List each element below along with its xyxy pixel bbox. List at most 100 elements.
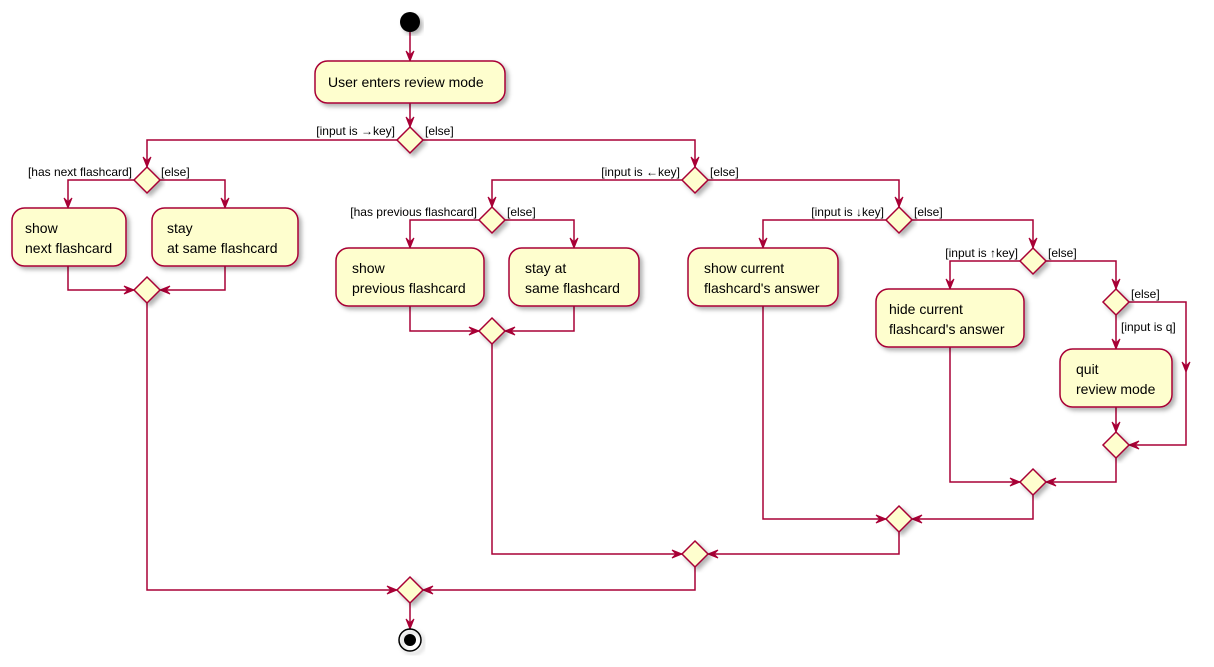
edge [505, 219, 575, 248]
arrowhead [220, 197, 230, 210]
arrowhead [405, 618, 415, 631]
decision-arrow-key [395, 125, 425, 155]
activity-stay-same: stay at same flashcard [151, 207, 299, 267]
activity-label-line: flashcard's answer [889, 321, 1005, 337]
activity-label-line: same flashcard [525, 280, 620, 296]
guard-has-next: [has next flashcard] [28, 165, 132, 179]
activity-hide-answer: hide current flashcard's answer [875, 288, 1025, 348]
arrowhead [1181, 361, 1191, 374]
arrowhead [1009, 477, 1022, 487]
edge [949, 260, 1020, 289]
edge [505, 306, 575, 332]
arrowhead [421, 585, 434, 595]
activity-enter-review: User enters review mode [314, 60, 506, 104]
decision-up-key [1018, 246, 1048, 276]
edge [912, 219, 1034, 248]
decision-left-key [680, 165, 710, 195]
guard-else-3: [else] [710, 165, 739, 179]
activity-label-line: previous flashcard [352, 280, 466, 296]
edge [708, 532, 900, 555]
arrowhead [503, 326, 516, 336]
decision-has-next [132, 165, 162, 195]
merge-left [680, 539, 710, 569]
edge [160, 179, 226, 208]
arrowhead [945, 278, 955, 291]
arrowhead [1127, 440, 1140, 450]
guard-else-6: [else] [1048, 246, 1077, 260]
edge [762, 306, 886, 520]
arrowhead [671, 549, 684, 559]
arrowhead [910, 514, 923, 524]
activity-label-line: flashcard's answer [704, 280, 820, 296]
arrowhead [1044, 477, 1057, 487]
merge-next [132, 275, 162, 305]
arrowhead [405, 116, 415, 129]
edge [423, 567, 696, 591]
edge [146, 303, 397, 591]
arrowhead [1028, 237, 1038, 250]
edge [67, 179, 134, 208]
arrowhead [894, 196, 904, 209]
edge [491, 179, 682, 207]
guard-has-prev: [has previous flashcard] [350, 205, 477, 219]
arrowhead [875, 514, 888, 524]
edge [146, 139, 397, 167]
arrowheads [63, 50, 1191, 631]
arrowhead [468, 326, 481, 336]
activity-label-line: next flashcard [25, 240, 112, 256]
activity-label-line: show [352, 260, 386, 276]
merge-final [395, 575, 425, 605]
guard-else-1: [else] [425, 124, 454, 138]
merge-up [1018, 467, 1048, 497]
arrowhead [1111, 278, 1121, 291]
edge [708, 179, 900, 207]
arrowhead [63, 197, 73, 210]
arrowhead [123, 285, 136, 295]
activity-label-line: show [25, 220, 59, 236]
arrowhead [158, 285, 171, 295]
activity-label-line: hide current [889, 301, 963, 317]
arrowhead [1111, 421, 1121, 434]
guard-labels: [input is →key][else][has next flashcard… [28, 124, 1176, 334]
edge [160, 266, 226, 291]
guard-up-key: [input is ↑key] [945, 246, 1018, 260]
guard-else-2: [else] [161, 165, 190, 179]
arrowhead [690, 156, 700, 169]
arrowhead [405, 237, 415, 250]
arrowhead [758, 237, 768, 250]
decision-down-key [884, 205, 914, 235]
activity-label-line: at same flashcard [167, 240, 278, 256]
edge [491, 344, 682, 555]
end-node [398, 628, 422, 652]
edge [762, 219, 886, 248]
arrowhead [405, 50, 415, 63]
edge [409, 219, 479, 248]
arrowhead [386, 585, 399, 595]
guard-is-q: [input is q] [1121, 320, 1176, 334]
edge [912, 495, 1034, 520]
activity-label-line: stay at [525, 260, 566, 276]
guard-down-key: [input is ↓key] [811, 205, 884, 219]
edge [1129, 301, 1187, 446]
activity-label-line: stay [167, 220, 193, 236]
edge [67, 266, 134, 291]
arrowhead [569, 237, 579, 250]
merge-quit [1101, 430, 1131, 460]
arrowhead [487, 196, 497, 209]
decision-input-q [1101, 287, 1131, 317]
decision-has-prev [477, 205, 507, 235]
activity-show-prev: show previous flashcard [335, 247, 485, 307]
arrowhead [706, 549, 719, 559]
activity-label-line: User enters review mode [328, 74, 484, 90]
edge [409, 306, 479, 332]
merge-down [884, 504, 914, 534]
activity-label-line: quit [1076, 361, 1099, 377]
start-node [400, 12, 420, 32]
merge-prev [477, 316, 507, 346]
arrowhead [142, 156, 152, 169]
edge [423, 139, 696, 167]
activity-stay-at: stay at same flashcard [508, 247, 640, 307]
